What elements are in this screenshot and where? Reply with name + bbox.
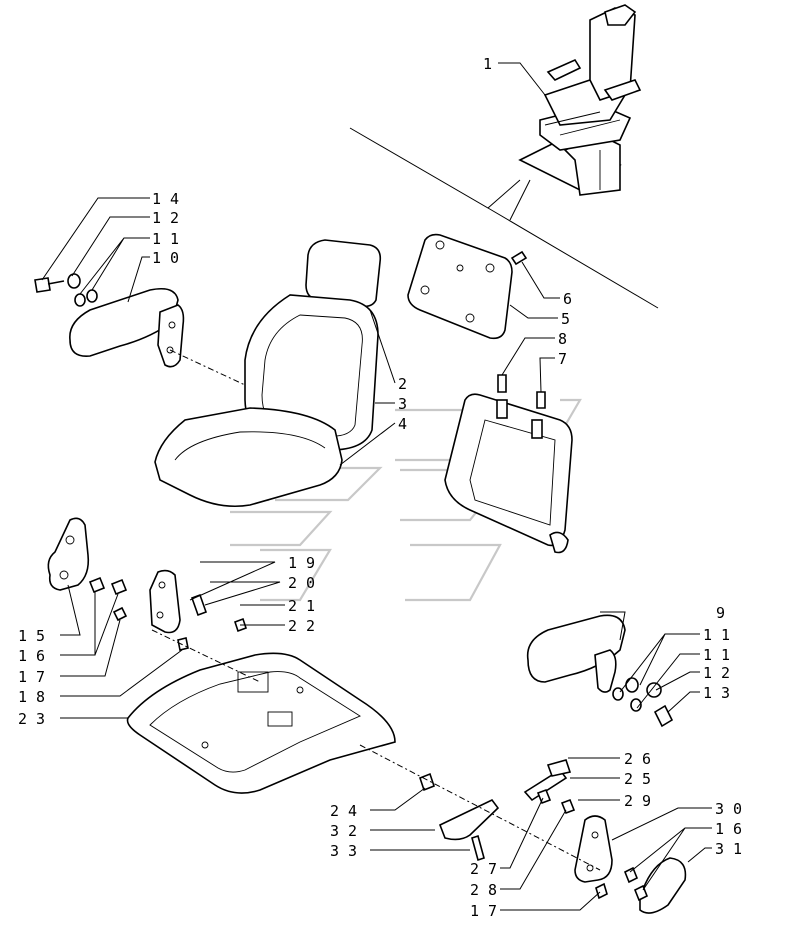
callout-13: 1 3: [703, 684, 730, 702]
axis-armrest-left: [169, 349, 246, 386]
callout-6: 6: [563, 290, 572, 308]
callout-23: 2 3: [18, 710, 45, 728]
backrest-frame: [444, 374, 573, 554]
callout-31: 3 1: [715, 840, 742, 858]
armrest-right: [526, 614, 674, 728]
callout-20: 2 0: [288, 574, 315, 592]
callout-30: 3 0: [715, 800, 742, 818]
axis-rail-right: [359, 744, 601, 871]
callout-17-right: 1 7: [470, 902, 497, 920]
callout-9: 9: [716, 604, 725, 622]
callout-5: 5: [561, 310, 570, 328]
axis-base-left: [151, 629, 261, 683]
leader-lines: [41, 62, 712, 911]
right-rail-group: [419, 759, 687, 914]
callout-8: 8: [558, 330, 567, 348]
callout-21: 2 1: [288, 597, 315, 615]
callout-labels: 1 1 4 1 2 1 1 1 0 6 5 8 7 2 3 4 1 9 2 0 …: [18, 55, 742, 920]
callout-24: 2 4: [330, 802, 357, 820]
callout-19: 1 9: [288, 554, 315, 572]
callout-28: 2 8: [470, 881, 497, 899]
callout-17: 1 7: [18, 668, 45, 686]
group-separator-line: [349, 127, 659, 309]
callout-15: 1 5: [18, 627, 45, 645]
callout-32: 3 2: [330, 822, 357, 840]
callout-26: 2 6: [624, 750, 651, 768]
callout-18: 1 8: [18, 688, 45, 706]
seat-base-plate: [126, 652, 396, 794]
callout-10: 1 0: [152, 249, 179, 267]
back-panel: [407, 233, 513, 340]
seat-assembly-complete: [518, 4, 642, 196]
callout-12: 1 2: [152, 209, 179, 227]
seat-cushion-backrest: [154, 239, 382, 508]
callout-11-right: 1 1: [703, 626, 730, 644]
callout-14: 1 4: [152, 190, 179, 208]
left-bracket-group: [47, 517, 248, 651]
callout-22: 2 2: [288, 617, 315, 635]
callout-1: 1: [483, 55, 492, 73]
callout-4: 4: [398, 415, 407, 433]
callout-7: 7: [558, 350, 567, 368]
callout-3: 3: [398, 395, 407, 413]
callout-11: 1 1: [152, 230, 179, 248]
callout-27: 2 7: [470, 860, 497, 878]
bolt-6: [510, 250, 528, 266]
callout-16-right: 1 6: [715, 820, 742, 838]
callout-33: 3 3: [330, 842, 357, 860]
callout-11-right-b: 1 1: [703, 646, 730, 664]
callout-16: 1 6: [18, 647, 45, 665]
callout-12-right: 1 2: [703, 664, 730, 682]
callout-2: 2: [398, 375, 407, 393]
callout-25: 2 5: [624, 770, 651, 788]
callout-29: 2 9: [624, 792, 651, 810]
armrest-left: [34, 273, 185, 368]
